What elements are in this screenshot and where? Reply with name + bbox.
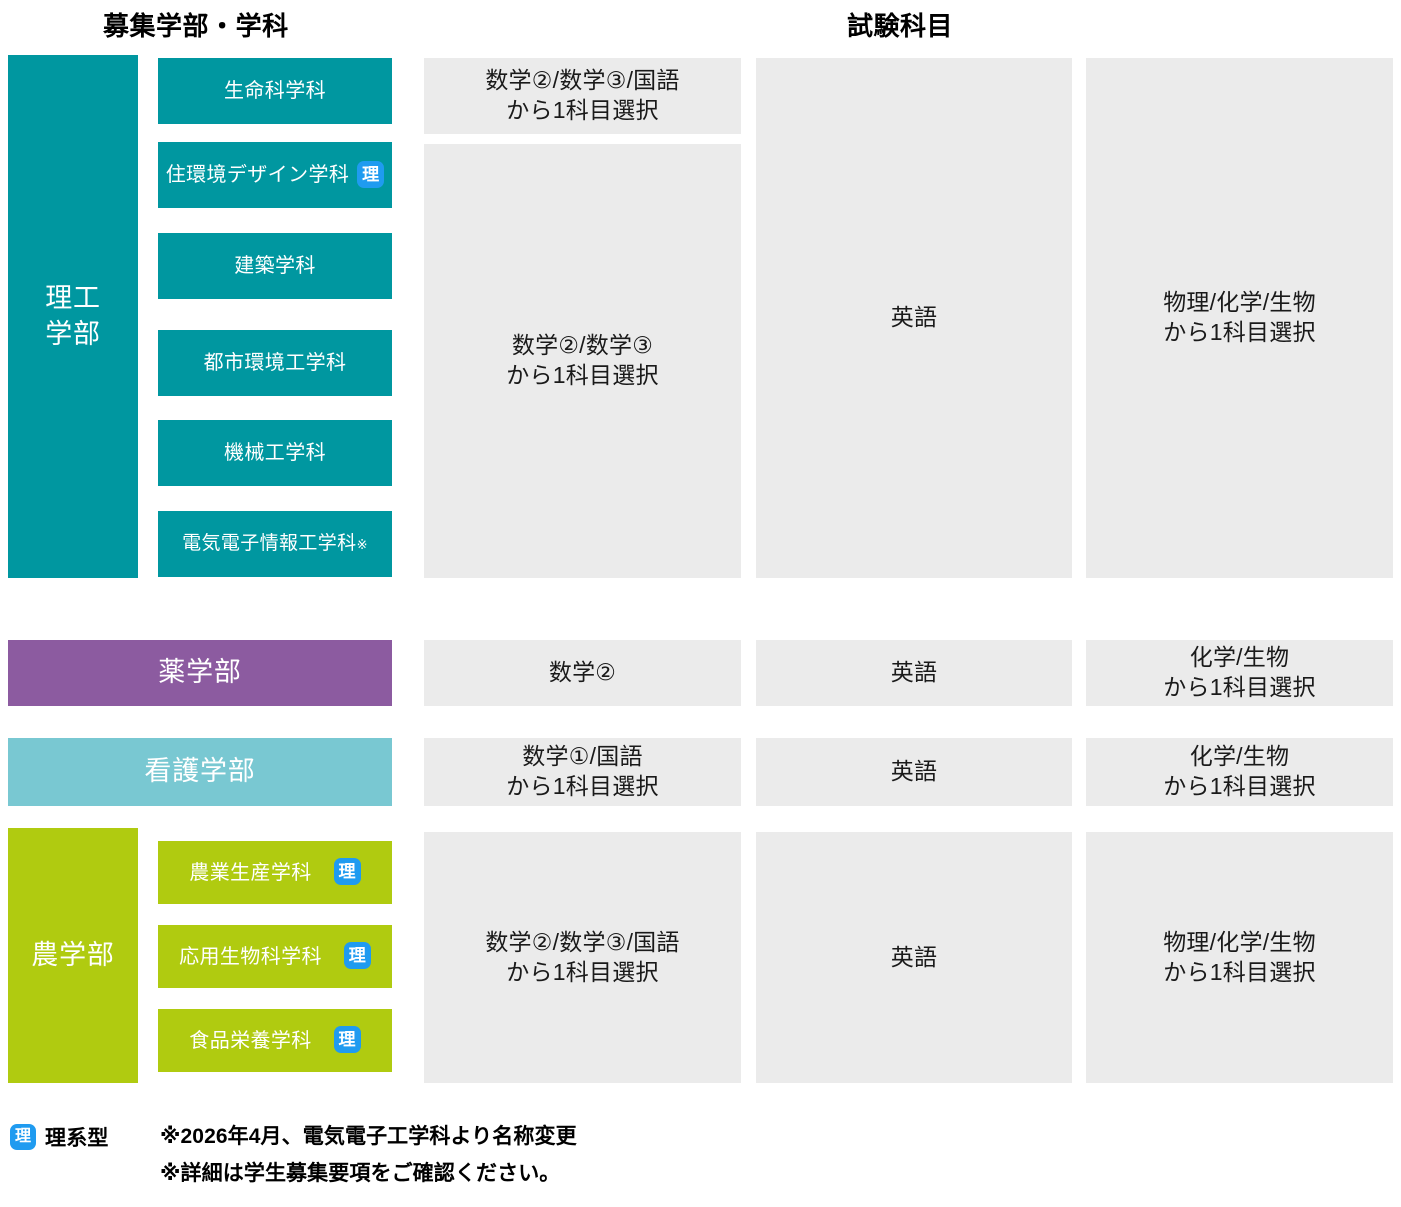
exam-line1: 数学②/数学③/国語 bbox=[485, 928, 680, 955]
department-chip-shokuhin-eiyo[interactable]: 食品栄養学科 理 bbox=[158, 1009, 392, 1072]
science-type-badge-icon: 理 bbox=[343, 942, 371, 969]
faculty-name-line2: 学部 bbox=[45, 318, 101, 349]
science-type-badge-icon: 理 bbox=[333, 858, 361, 885]
department-chip-seimei[interactable]: 生命科学科 bbox=[158, 58, 392, 124]
department-label: 建築学科 bbox=[234, 255, 316, 277]
footnote-mark: ※ bbox=[356, 536, 368, 552]
department-chip-oyo-seibutsu[interactable]: 応用生物科学科 理 bbox=[158, 925, 392, 988]
department-label: 生命科学科 bbox=[224, 80, 326, 102]
footnote-2: ※詳細は学生募集要項をご確認ください。 bbox=[160, 1161, 561, 1185]
department-chip-toshi-kankyo[interactable]: 都市環境工学科 bbox=[158, 330, 392, 396]
faculty-block-pharmacy: 薬学部 bbox=[8, 640, 392, 706]
department-chip-nogyo-seisan[interactable]: 農業生産学科 理 bbox=[158, 841, 392, 904]
department-label: 住環境デザイン学科 bbox=[165, 164, 350, 186]
exam-cell-se-math-top: 数学②/数学③/国語 から1科目選択 bbox=[424, 58, 741, 134]
faculty-block-nursing: 看護学部 bbox=[8, 738, 392, 806]
exam-line1: 数学②/数学③/国語 bbox=[485, 67, 680, 94]
legend-science-type: 理 理系型 bbox=[10, 1122, 109, 1152]
exam-line1: 物理/化学/生物 bbox=[1163, 289, 1316, 316]
exam-line2: から1科目選択 bbox=[1163, 674, 1316, 700]
exam-cell-agri-english: 英語 bbox=[756, 832, 1072, 1083]
exam-line2: から1科目選択 bbox=[506, 362, 659, 388]
exam-line2: から1科目選択 bbox=[506, 958, 659, 985]
faculty-block-agriculture: 農学部 bbox=[8, 828, 138, 1083]
faculty-block-science-engineering: 理工 学部 bbox=[8, 55, 138, 578]
exam-line1: 数学② bbox=[548, 659, 617, 686]
exam-line1: 化学/生物 bbox=[1189, 644, 1290, 671]
science-type-badge-icon: 理 bbox=[357, 160, 385, 188]
department-chip-kikai[interactable]: 機械工学科 bbox=[158, 420, 392, 486]
exam-cell-nurse-english: 英語 bbox=[756, 738, 1072, 806]
exam-line1: 化学/生物 bbox=[1189, 743, 1290, 770]
exam-cell-pharm-english: 英語 bbox=[756, 640, 1072, 706]
faculty-name-line1: 理工 bbox=[45, 283, 101, 314]
exam-cell-se-english: 英語 bbox=[756, 58, 1072, 578]
faculty-name-line1: 薬学部 bbox=[158, 657, 242, 688]
exam-line1: 英語 bbox=[890, 943, 938, 970]
department-chip-jukankyo-design[interactable]: 住環境デザイン学科 理 bbox=[158, 142, 392, 208]
exam-cell-agri-science: 物理/化学/生物 から1科目選択 bbox=[1086, 832, 1393, 1083]
science-type-badge-icon: 理 bbox=[10, 1124, 36, 1150]
exam-cell-se-math-main: 数学②/数学③ から1科目選択 bbox=[424, 144, 741, 578]
exam-line1: 英語 bbox=[890, 758, 938, 785]
exam-line1: 英語 bbox=[890, 659, 938, 686]
department-label: 電気電子情報工学科 bbox=[182, 532, 357, 554]
exam-line2: から1科目選択 bbox=[1163, 958, 1316, 985]
exam-cell-pharm-math: 数学② bbox=[424, 640, 741, 706]
department-chip-kenchiku[interactable]: 建築学科 bbox=[158, 233, 392, 299]
exam-line1: 物理/化学/生物 bbox=[1163, 928, 1316, 955]
department-label: 応用生物科学科 bbox=[179, 945, 322, 968]
department-label: 農業生産学科 bbox=[189, 861, 312, 884]
exam-cell-nurse-math: 数学①/国語 から1科目選択 bbox=[424, 738, 741, 806]
exam-line1: 数学①/国語 bbox=[522, 743, 643, 770]
exam-line2: から1科目選択 bbox=[1163, 773, 1316, 799]
exam-line1: 数学②/数学③ bbox=[511, 332, 654, 359]
faculty-name-line1: 看護学部 bbox=[144, 756, 256, 787]
department-chip-denki-denshi-joho[interactable]: 電気電子情報工学科※ bbox=[158, 511, 392, 577]
exam-cell-nurse-science: 化学/生物 から1科目選択 bbox=[1086, 738, 1393, 806]
header-departments: 募集学部・学科 bbox=[103, 11, 289, 41]
science-type-badge-icon: 理 bbox=[333, 1026, 361, 1053]
exam-line2: から1科目選択 bbox=[1163, 319, 1316, 345]
faculty-name-line1: 農学部 bbox=[31, 939, 115, 970]
exam-line2: から1科目選択 bbox=[506, 773, 659, 799]
exam-cell-pharm-science: 化学/生物 から1科目選択 bbox=[1086, 640, 1393, 706]
department-label: 食品栄養学科 bbox=[189, 1029, 312, 1052]
exam-cell-se-science: 物理/化学/生物 から1科目選択 bbox=[1086, 58, 1393, 578]
header-exam-subjects: 試験科目 bbox=[847, 11, 954, 41]
department-label: 都市環境工学科 bbox=[203, 352, 347, 374]
department-label: 機械工学科 bbox=[224, 442, 326, 464]
legend-label: 理系型 bbox=[45, 1127, 109, 1150]
footnote-1: ※2026年4月、電気電子工学科より名称変更 bbox=[160, 1125, 577, 1148]
footnote-list: ※2026年4月、電気電子工学科より名称変更 ※詳細は学生募集要項をご確認くださ… bbox=[160, 1119, 577, 1193]
exam-line1: 英語 bbox=[890, 304, 938, 331]
exam-line2: から1科目選択 bbox=[506, 97, 659, 123]
exam-cell-agri-math: 数学②/数学③/国語 から1科目選択 bbox=[424, 832, 741, 1083]
